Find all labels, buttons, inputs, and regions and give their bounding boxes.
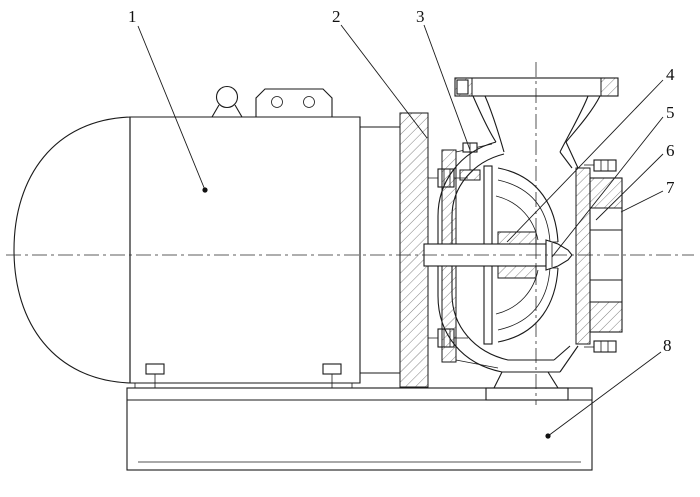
volute-casing — [437, 141, 579, 401]
motor-foot-bolt-right — [322, 363, 342, 388]
foot-slant-right — [547, 371, 559, 389]
lifting-eyebolt — [211, 85, 243, 118]
callout-label: 5 — [666, 103, 675, 122]
centerlines — [6, 62, 694, 405]
shaft — [423, 239, 573, 271]
volute-right-inner-link — [553, 345, 571, 361]
hub-lower — [497, 265, 537, 279]
bolt-head — [593, 340, 617, 353]
callout-label: 1 — [128, 7, 137, 26]
bolt-head — [322, 363, 342, 375]
foot-slant-left — [493, 371, 503, 389]
leader-line — [137, 25, 206, 191]
front-shroud-lower-inner — [497, 267, 551, 331]
volute-right-outer-link — [559, 345, 579, 373]
front-shroud-lower-outer — [497, 267, 559, 343]
motor-end-cap — [13, 116, 131, 384]
leader-line — [423, 24, 471, 151]
funnel-right-outer — [565, 95, 601, 143]
volute-top-right-link — [565, 141, 579, 169]
leader-line — [620, 190, 664, 213]
bolt-head — [593, 159, 617, 172]
flange-plate — [454, 77, 619, 97]
motor-foot-bolt-left — [145, 363, 165, 388]
callout-2: 2 — [332, 7, 428, 139]
eyebolt-base-right — [234, 104, 243, 118]
callout-label: 2 — [332, 7, 341, 26]
leader-dot — [545, 433, 551, 439]
front-shroud-upper-inner — [497, 179, 551, 243]
base-outline — [126, 387, 593, 471]
terminal-box-outline — [255, 88, 333, 117]
blade-upper — [495, 195, 539, 241]
callout-5: 5 — [551, 103, 675, 258]
callout-label: 4 — [666, 65, 675, 84]
eyebolt-base-left — [211, 104, 220, 118]
funnel-right-inner — [559, 95, 589, 153]
callout-4: 4 — [506, 65, 675, 243]
casing-flange-section — [575, 167, 591, 345]
funnel-left-outer — [472, 95, 497, 143]
volute-outer-wall — [437, 141, 560, 373]
flange-bolt-bottom — [584, 340, 617, 353]
bracket-plate — [399, 112, 429, 388]
flange-bolt — [456, 79, 469, 95]
volute-top-right-inner-link — [559, 151, 573, 169]
leader-line — [340, 24, 428, 139]
terminal-box-screw-left — [271, 96, 283, 108]
callout-label: 3 — [416, 7, 425, 26]
flange-section-right — [600, 77, 619, 97]
callout-label: 6 — [666, 141, 675, 160]
callout-7: 7 — [620, 178, 675, 213]
callout-8: 8 — [545, 336, 672, 439]
funnel-left-inner — [484, 95, 505, 153]
bolt-head — [145, 363, 165, 375]
suction-flange — [575, 159, 623, 353]
blade-lower — [495, 269, 539, 315]
leader-line — [595, 153, 664, 221]
foot-pad — [485, 387, 569, 401]
baseplate — [126, 387, 593, 471]
callout-6: 6 — [595, 141, 675, 221]
motor — [13, 116, 400, 388]
hub-upper — [497, 231, 537, 245]
discharge-flange — [454, 77, 619, 153]
leader-line — [506, 79, 664, 243]
leader-dot — [202, 187, 208, 193]
motor-body-outline — [129, 116, 361, 384]
terminal-box-screw-right — [303, 96, 315, 108]
cover-to-volute-bottom — [455, 359, 499, 369]
eyebolt-ring — [215, 85, 239, 109]
front-shroud-upper-outer — [497, 167, 559, 243]
flange-bolt-top — [584, 159, 617, 172]
callout-label: 8 — [663, 336, 672, 355]
callout-label: 7 — [666, 178, 675, 197]
gland-body — [459, 169, 481, 181]
leader-line — [547, 351, 662, 437]
seal-assembly — [459, 142, 481, 181]
volute-inner-wall — [451, 153, 554, 361]
terminal-box — [255, 88, 333, 117]
flange-section-bottom — [589, 301, 623, 333]
callout-1: 1 — [128, 7, 208, 193]
callout-3: 3 — [416, 7, 471, 151]
callouts: 1 2 3 4 5 6 7 8 — [128, 7, 675, 439]
leader-line — [551, 116, 664, 258]
